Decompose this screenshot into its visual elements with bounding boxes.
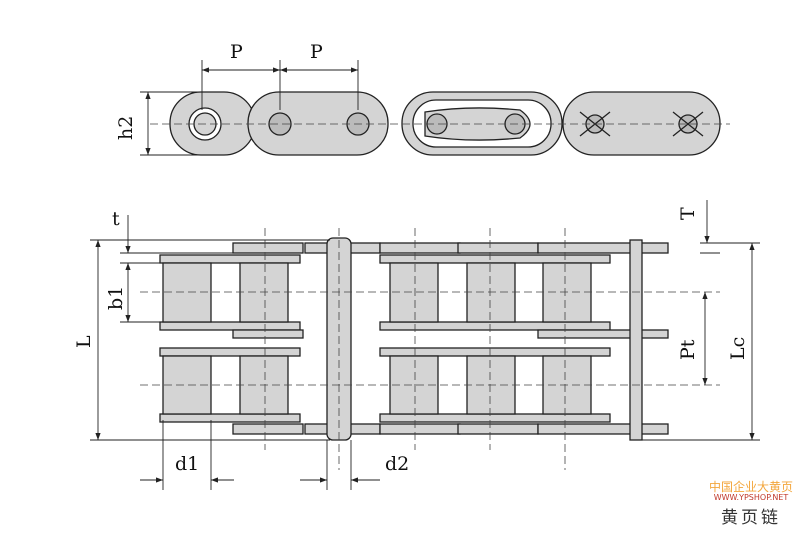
watermark-line1: 中国企业大黄页	[708, 480, 793, 494]
cotter-plate	[562, 91, 721, 156]
dimension-lines	[90, 60, 760, 490]
label-L: L	[73, 335, 95, 348]
label-d1: d1	[175, 453, 199, 475]
label-b1: b1	[105, 286, 127, 310]
label-pitch-2: P	[310, 41, 323, 63]
label-t: t	[112, 208, 120, 230]
label-d2: d2	[385, 453, 409, 475]
label-pitch-1: P	[230, 41, 243, 63]
label-T: T	[677, 207, 699, 220]
center-lines	[140, 123, 730, 470]
watermark-line3: 黄页链	[721, 508, 781, 528]
label-Pt: Pt	[677, 339, 699, 360]
side-view	[169, 91, 721, 156]
label-Lc: Lc	[727, 337, 749, 360]
watermark-line2: WWW.YPSHOP.NET	[713, 493, 789, 502]
top-view	[159, 237, 669, 441]
label-h2: h2	[115, 116, 137, 140]
inner-plate	[247, 91, 389, 156]
